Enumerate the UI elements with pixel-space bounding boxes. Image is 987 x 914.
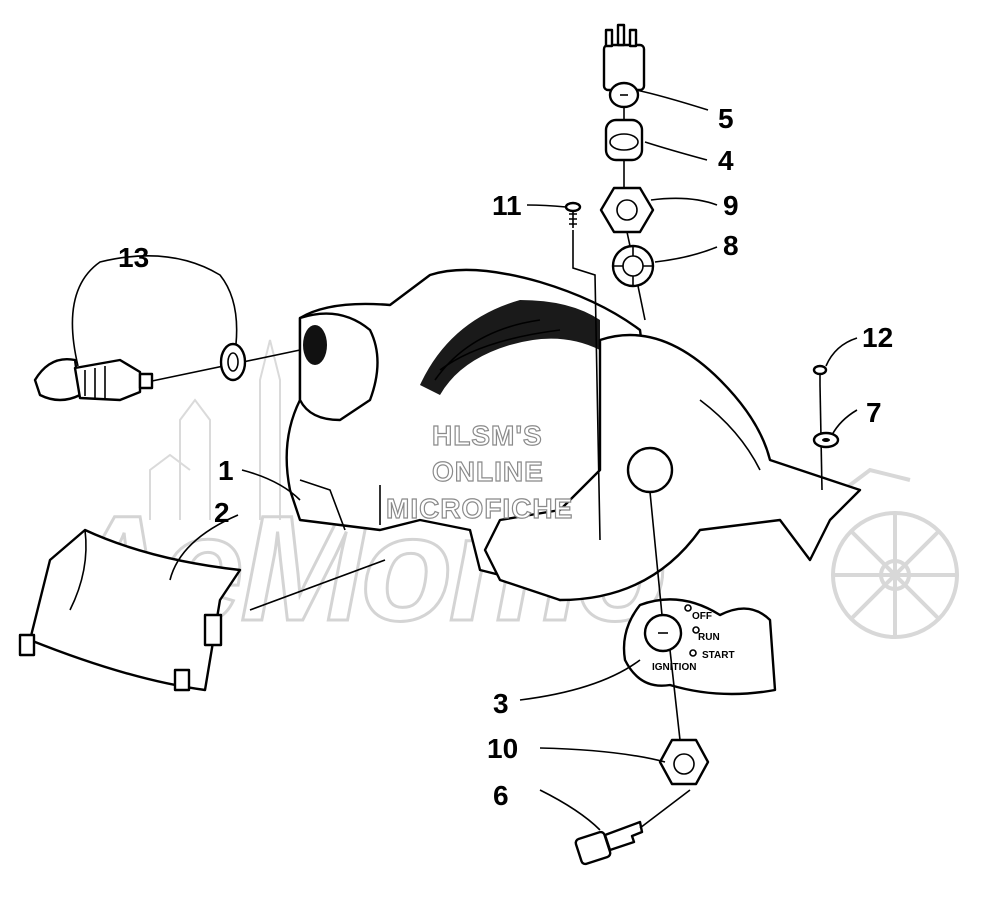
callout-5: 5	[718, 103, 734, 134]
part-9-nut	[599, 186, 655, 234]
part-2-lower-cover	[18, 528, 386, 692]
callout-labels: 1 2 3 4 5 6 7 8 9 10 11 12 13	[118, 103, 893, 811]
part-10-nut	[658, 738, 710, 786]
callout-7: 7	[866, 397, 882, 428]
part-4-bushing	[604, 118, 644, 162]
callout-leaders	[169, 89, 858, 831]
callout-8: 8	[723, 230, 739, 261]
callout-3: 3	[493, 688, 509, 719]
callout-9: 9	[723, 190, 739, 221]
part-13-accessory-plug	[33, 255, 301, 402]
callout-4: 4	[718, 145, 734, 176]
watermark-line-3: MICROFICHE	[386, 493, 573, 524]
ignition-label-run: RUN	[698, 632, 720, 643]
watermark-line-1: HLSM'S	[432, 420, 543, 451]
watermark-line-2: ONLINE	[432, 456, 544, 487]
part-3-ignition-plate: OFF RUN START IGNITION	[622, 598, 777, 696]
callout-10: 10	[487, 733, 518, 764]
callout-11: 11	[492, 190, 522, 221]
callout-12: 12	[862, 322, 893, 353]
part-12-screw	[812, 364, 828, 491]
callout-13: 13	[118, 242, 149, 273]
part-6-key	[574, 789, 691, 866]
callout-6: 6	[493, 780, 509, 811]
ignition-label-start: START	[702, 650, 735, 661]
part-7-washer	[812, 431, 840, 449]
part-8-lockwasher	[611, 244, 655, 288]
part-5-switch	[602, 23, 646, 109]
watermark-overlay: HLSM'S ONLINE MICROFICHE	[385, 419, 573, 524]
callout-1: 1	[218, 455, 234, 486]
ignition-label-ignition: IGNITION	[652, 662, 696, 673]
callout-2: 2	[214, 497, 230, 528]
part-11-screw	[564, 201, 601, 541]
ignition-label-off: OFF	[692, 611, 712, 622]
part-1-right-lobe	[483, 333, 862, 602]
